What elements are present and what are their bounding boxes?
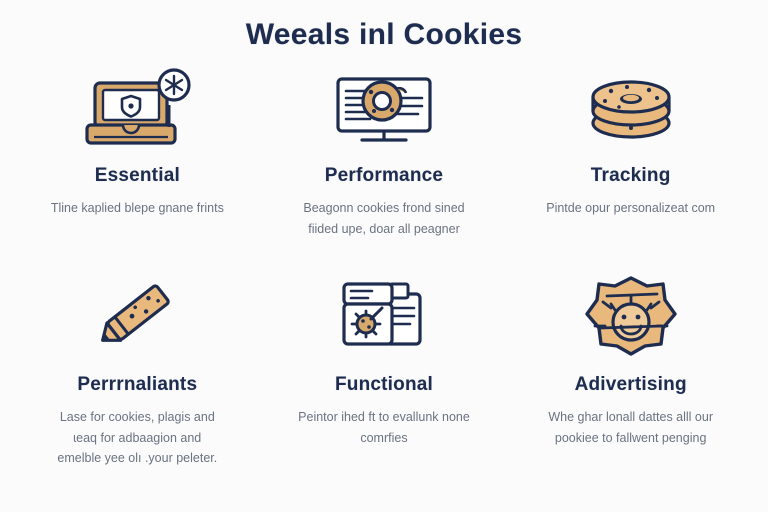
description-line: comrfies [360,430,408,445]
card-personaliants[interactable]: Perrrnaliants Lase for cookies, plagis a… [14,268,261,473]
card-title: Perrrnaliants [77,374,198,395]
card-title: Functional [334,374,434,395]
description-line: emelble yee olı .your peleter. [57,451,218,466]
badge-cookie-face-icon [571,268,691,364]
description-line: Whe ghar lonall dattes alll our [548,410,713,424]
description-line: Beagonn cookies frond sined [303,201,465,215]
card-functional[interactable]: Functional Peintor ihed ft to evallunk n… [261,268,508,473]
documents-gear-cookie-icon [324,268,444,364]
card-title: Essential [94,165,180,186]
card-tracking[interactable]: Tracking Pintde opur personalizeat com [507,63,754,268]
description-line: fiided upe, doar all peagner [308,221,460,236]
cookie-category-grid: Essential Tline kaplied blepe gnane frin… [0,51,768,473]
page-title: Weeals inl Cookies [245,18,523,51]
card-title: Performance [324,165,444,186]
card-title: Adivertising [574,374,687,395]
pencil-cookie-icon [77,268,197,364]
card-description: Beagonn cookies frond sined fiided upe, … [303,198,464,239]
card-essential[interactable]: Essential Tline kaplied blepe gnane frin… [14,63,261,268]
description-line: Pintde opur personalizeat com [546,201,716,215]
card-description: Pintde opur personalizeat com [546,198,715,219]
description-line: Lase for cookies, plagis and [59,410,215,424]
card-title: Tracking [590,165,671,186]
stacked-bagel-cookie-icon [571,63,691,155]
card-description: Tline kaplied blepe gnane frints [51,198,224,219]
laptop-shield-icon [77,63,197,155]
card-advertising[interactable]: Adivertising Whe ghar lonall dattes alll… [507,268,754,473]
description-line: pookiee to fallwent penging [554,430,707,445]
description-line: Tline kaplied blepe gnane frints [50,201,224,215]
card-performance[interactable]: Performance Beagonn cookies frond sined … [261,63,508,268]
description-line: Peintor ihed ft to evallunk none [298,410,470,424]
monitor-cookie-icon [324,63,444,155]
card-description: Whe ghar lonall dattes alll our pookiee … [548,407,713,448]
description-line: ɩeaq for adbaagion and [73,430,202,445]
card-description: Lase for cookies, plagis and ɩeaq for ad… [57,407,217,469]
card-description: Peintor ihed ft to evallunk none comrfie… [298,407,470,448]
